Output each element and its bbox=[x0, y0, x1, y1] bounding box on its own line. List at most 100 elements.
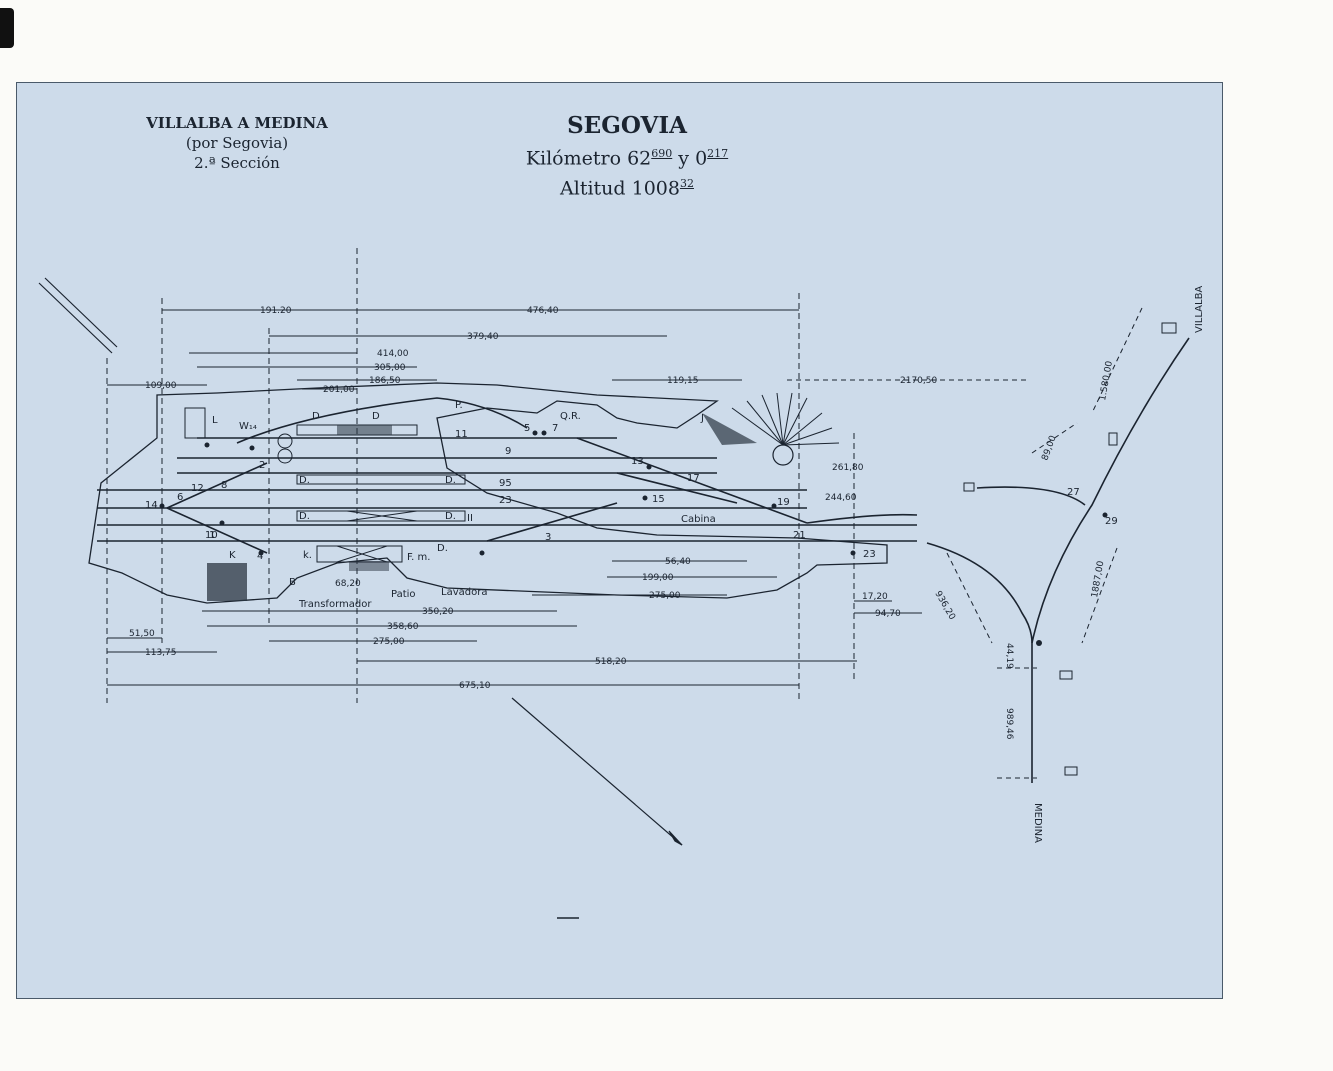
km-sup-2: 217 bbox=[707, 147, 729, 160]
label-l: L bbox=[212, 415, 218, 426]
dim-113-75: 113,75 bbox=[145, 648, 177, 658]
dim-109-00: 109,00 bbox=[145, 381, 177, 391]
kilometre-label: Kilómetro 62690 y 0217 bbox=[457, 141, 797, 171]
track-number: 3 bbox=[545, 532, 551, 543]
km-sup-1: 690 bbox=[651, 147, 673, 160]
dim-68-20: 68,20 bbox=[335, 579, 361, 589]
label-dtrack3: D. bbox=[299, 511, 310, 522]
dim-244-60: 244,60 bbox=[825, 493, 857, 503]
label-d1: D bbox=[312, 411, 320, 422]
label-j: J bbox=[700, 413, 704, 424]
label-d3: D. bbox=[437, 543, 448, 554]
line-route-note: (por Segovia) bbox=[185, 134, 289, 152]
dim-201-00: 201,00 bbox=[323, 385, 355, 395]
reference-lines bbox=[106, 248, 855, 703]
dim-350-20: 350,20 bbox=[422, 607, 454, 617]
label-dtrack4: D. bbox=[445, 511, 456, 522]
dim-675-10: 675,10 bbox=[459, 681, 491, 691]
dim-89-00: 89,00 bbox=[1040, 434, 1058, 462]
line-name: VILLALBA A MEDINA bbox=[146, 114, 328, 132]
track-plan-sheet: VILLALBA A MEDINA (por Segovia) 2.ª Secc… bbox=[16, 82, 1223, 999]
label-qr: Q.R. bbox=[560, 411, 581, 422]
label-w: W₁₄ bbox=[239, 421, 257, 432]
label-b: B bbox=[289, 577, 296, 588]
track-number: II bbox=[467, 513, 473, 524]
track-number: 95 bbox=[499, 478, 512, 489]
track-number: 21 bbox=[793, 530, 806, 541]
main-tracks bbox=[97, 397, 918, 554]
label-lavadora: Lavadora bbox=[441, 587, 487, 598]
label-fm: F. m. bbox=[407, 552, 430, 563]
dimension-lines bbox=[107, 309, 922, 686]
plan-labels: D D W₁₄ L P. Q.R. J K k. B F. m. D. D. D… bbox=[212, 286, 1205, 844]
track-number: 29 bbox=[1105, 516, 1118, 527]
track-number: 10 bbox=[205, 530, 218, 541]
dim-261-80: 261,80 bbox=[832, 463, 864, 473]
dim-358-60: 358,60 bbox=[387, 622, 419, 632]
label-p: P. bbox=[455, 400, 463, 411]
alt-text: Altitud 1008 bbox=[560, 177, 680, 200]
dim-989-46: 989,46 bbox=[1004, 708, 1014, 740]
dim-476-40: 476,40 bbox=[527, 306, 559, 316]
dim-275-00-b: 275,00 bbox=[373, 637, 405, 647]
dim-305-00: 305,00 bbox=[374, 363, 406, 373]
track-number: 12 bbox=[191, 483, 204, 494]
label-k-small: k. bbox=[303, 550, 312, 561]
track-number: 15 bbox=[652, 494, 665, 505]
track-number: 17 bbox=[687, 473, 700, 484]
track-number: 27 bbox=[1067, 487, 1080, 498]
track-number: 14 bbox=[145, 500, 158, 511]
track-number: 6 bbox=[177, 492, 183, 503]
label-villalba: VILLALBA bbox=[1194, 286, 1205, 333]
label-d2: D bbox=[372, 411, 380, 422]
track-number: 8 bbox=[221, 480, 227, 491]
track-number: 1 bbox=[209, 530, 215, 541]
dim-186-50: 186,50 bbox=[369, 376, 401, 386]
dim-44-19: 44,19 bbox=[1004, 643, 1014, 669]
line-section-heading: VILLALBA A MEDINA (por Segovia) 2.ª Secc… bbox=[127, 113, 347, 173]
label-dtrack2: D. bbox=[445, 475, 456, 486]
track-number: 7 bbox=[552, 423, 558, 434]
track-number: 23 bbox=[499, 495, 512, 506]
signals bbox=[159, 430, 1108, 646]
station-yard-outline bbox=[88, 382, 888, 604]
label-transformador: Transformador bbox=[298, 599, 372, 610]
corner-binding-mark bbox=[0, 8, 14, 48]
label-cabina: Cabina bbox=[681, 514, 716, 525]
dim-191-20: 191.20 bbox=[260, 306, 292, 316]
km-mid: y 0 bbox=[672, 147, 708, 170]
track-number: 2 bbox=[259, 460, 265, 471]
dim-1887-00: 1887,00 bbox=[1090, 560, 1106, 599]
track-numbers: 1 2 3 4 5 6 7 8 9 10 11 12 13 14 15 17 1… bbox=[145, 423, 1118, 562]
track-number: 9 bbox=[505, 446, 511, 457]
dim-17-20: 17,20 bbox=[862, 592, 888, 602]
station-buildings bbox=[184, 407, 794, 601]
label-k: K bbox=[229, 550, 236, 561]
dim-2170-50: 2170,50 bbox=[900, 376, 937, 386]
track-number: 5 bbox=[524, 423, 530, 434]
dim-119-15: 119,15 bbox=[667, 376, 699, 386]
junction-tracks bbox=[926, 337, 1190, 783]
distant-signals bbox=[963, 322, 1177, 776]
altitude-label: Altitud 100832 bbox=[457, 171, 797, 201]
dim-1580-00: 1.580,00 bbox=[1098, 360, 1115, 401]
approach-arrows bbox=[38, 277, 683, 846]
label-medina: MEDINA bbox=[1032, 803, 1043, 843]
turntable-fan bbox=[731, 392, 840, 446]
section-label: 2.ª Sección bbox=[194, 154, 280, 172]
km-text: Kilómetro 62 bbox=[525, 147, 652, 170]
dim-51-50: 51,50 bbox=[129, 629, 155, 639]
track-number: 13 bbox=[631, 456, 644, 467]
track-number: 4 bbox=[257, 551, 263, 562]
dim-275-00-a: 275,00 bbox=[649, 591, 681, 601]
dim-199-00: 199,00 bbox=[642, 573, 674, 583]
dim-56-40: 56,40 bbox=[665, 557, 691, 567]
track-number: 19 bbox=[777, 497, 790, 508]
dim-379-40: 379,40 bbox=[467, 332, 499, 342]
alt-sup: 32 bbox=[679, 177, 694, 191]
dimension-labels: 191.20 476,40 379,40 414,00 305,00 186,5… bbox=[129, 306, 1115, 740]
track-plan-diagram: 191.20 476,40 379,40 414,00 305,00 186,5… bbox=[38, 248, 1205, 919]
track-number: 23 bbox=[863, 549, 876, 560]
label-patio: Patio bbox=[391, 589, 416, 600]
track-number: 11 bbox=[455, 429, 468, 440]
